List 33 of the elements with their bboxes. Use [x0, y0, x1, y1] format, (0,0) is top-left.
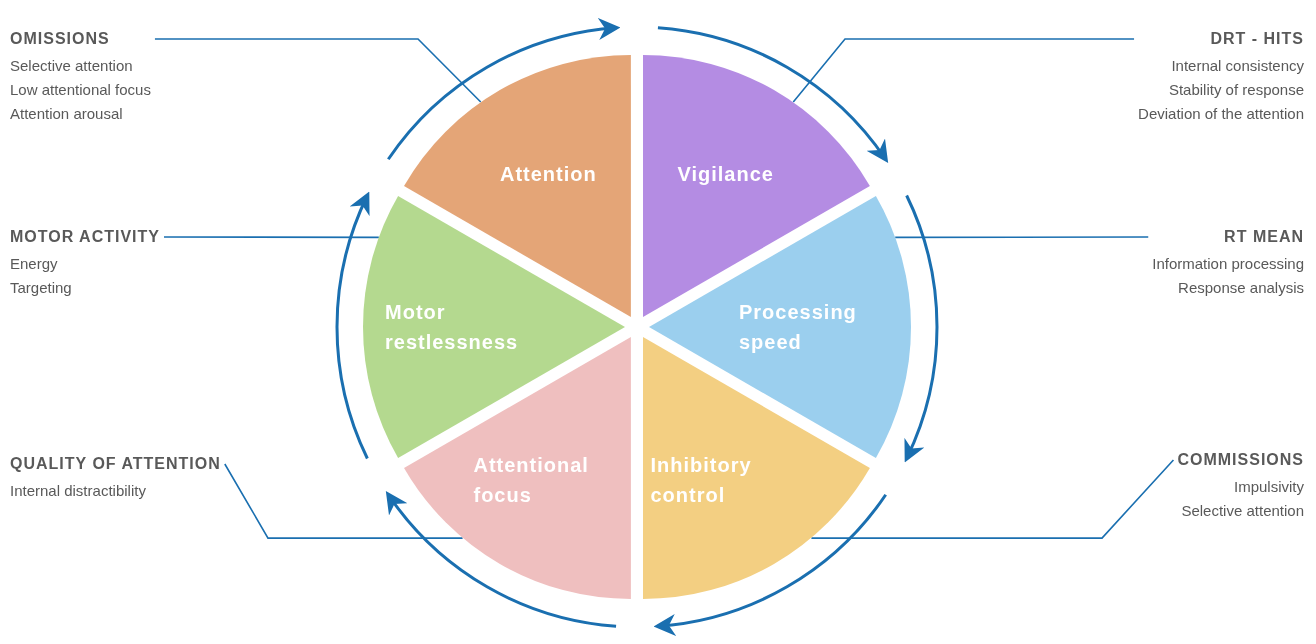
leader-line [792, 38, 1135, 103]
callout-text: Stability of response [1168, 80, 1304, 100]
callout-text: Selective attention [10, 56, 133, 76]
callout-heading: QUALITY OF ATTENTION [10, 455, 221, 473]
callout-text: Impulsivity [1234, 477, 1304, 497]
callout-heading: OMISSIONS [10, 30, 110, 48]
leader-line [224, 463, 464, 539]
callout-heading: RT MEAN [1224, 228, 1304, 246]
pie-segment [363, 196, 625, 458]
callout-text: Low attentional focus [10, 80, 151, 100]
callout-text: Energy [10, 254, 58, 274]
leader-line [154, 38, 482, 103]
segment-label: Attention [500, 161, 597, 187]
callout-heading: DRT - HITS [1210, 30, 1304, 48]
callout-text: Deviation of the attention [1138, 104, 1304, 124]
leader-line [810, 459, 1175, 539]
leader-line [163, 236, 380, 239]
callout-text: Response analysis [1178, 278, 1304, 298]
segment-label: Processing speed [739, 300, 858, 355]
segment-label: Inhibitory control [650, 453, 753, 509]
callout-heading: MOTOR ACTIVITY [10, 228, 160, 246]
pie-segment [649, 196, 911, 458]
segment-label: Attentional focus [473, 453, 590, 509]
callout-text: Attention arousal [10, 104, 123, 124]
leader-line [894, 236, 1150, 239]
callout-text: Selective attention [1181, 501, 1304, 521]
callout-text: Information processing [1152, 254, 1304, 274]
segment-label: Motor restlessness [385, 300, 520, 355]
callout-text: Targeting [10, 278, 72, 298]
callout-text: Internal distractibility [10, 481, 146, 501]
segment-label: Vigilance [677, 161, 774, 187]
callout-text: Internal consistency [1171, 56, 1304, 76]
callout-heading: COMMISSIONS [1177, 451, 1304, 469]
